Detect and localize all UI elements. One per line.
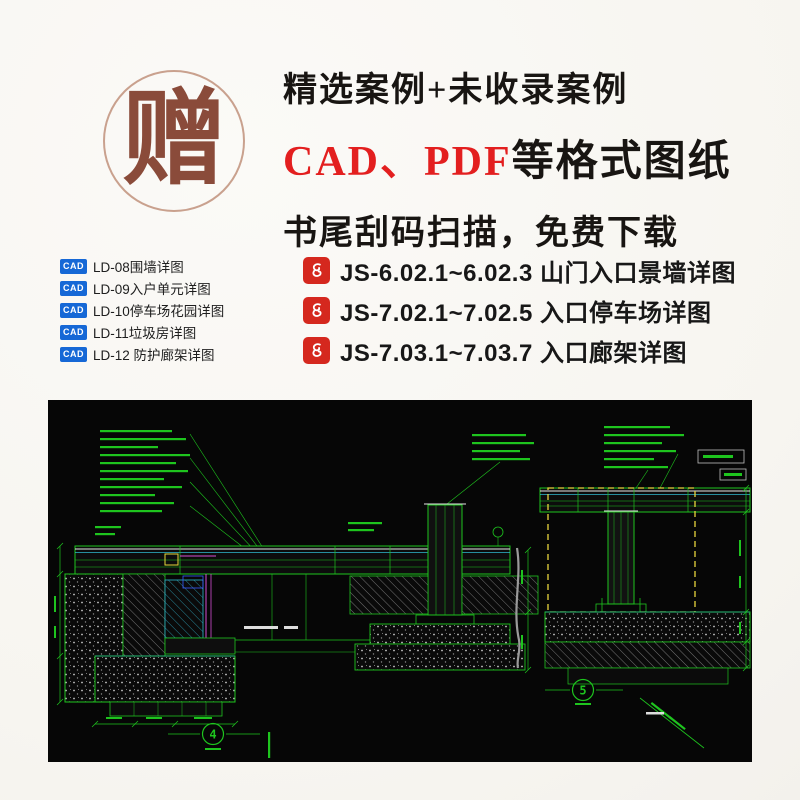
cad-file-list: CAD LD-08围墙详图 CAD LD-09入户单元详图 CAD LD-10停…	[60, 255, 224, 365]
detail-marker-5-circle	[571, 678, 595, 702]
cad-file-icon: CAD	[60, 324, 87, 340]
detail-marker-5: 5	[545, 678, 623, 705]
cad-file-label: LD-09入户单元详图	[93, 282, 211, 297]
detail-marker-5-number: 5	[579, 684, 586, 698]
gift-stamp-character: 赠	[121, 83, 226, 198]
pdf-list-item: JS-7.03.1~7.03.7 入口廊架详图	[303, 330, 736, 370]
detail-5-diagonal-note	[639, 697, 705, 749]
pdf-file-label: JS-7.02.1~7.02.5 入口停车场详图	[340, 299, 712, 327]
cad-list-item: CAD LD-10停车场花园详图	[60, 299, 224, 321]
headline-line-1: 精选案例+未收录案例	[283, 72, 629, 109]
detail-5-label-boxes	[697, 449, 747, 481]
detail-5-annotation-text	[604, 426, 742, 476]
detail-marker-4: 4	[168, 722, 260, 750]
cad-file-icon: CAD	[60, 302, 87, 318]
cad-file-label: LD-11垃圾房详图	[93, 326, 197, 341]
gift-stamp: 赠	[103, 70, 245, 212]
cad-file-label: LD-10停车场花园详图	[93, 304, 225, 319]
cad-file-icon: CAD	[60, 280, 87, 296]
pdf-list-item: JS-6.02.1~6.02.3 山门入口景墙详图	[303, 250, 736, 290]
cad-drawing-panel: 4	[48, 400, 752, 762]
pdf-file-icon	[303, 256, 330, 284]
cad-file-icon: CAD	[60, 258, 87, 274]
headline-line-2-rest: 等格式图纸	[511, 139, 732, 185]
detail-4-dimension-text	[54, 596, 271, 758]
cad-list-item: CAD LD-11垃圾房详图	[60, 321, 224, 343]
cad-file-label: LD-08围墙详图	[93, 260, 184, 275]
pdf-file-label: JS-6.02.1~6.02.3 山门入口景墙详图	[340, 259, 736, 287]
detail-4-annotation-text	[95, 430, 534, 536]
detail-4-column	[349, 503, 539, 671]
detail-marker-4-circle	[201, 722, 225, 746]
detail-5-dimensions	[524, 484, 750, 674]
cad-list-item: CAD LD-09入户单元详图	[60, 277, 224, 299]
cad-drawing: 4	[48, 400, 752, 762]
detail-4-trench	[235, 574, 370, 653]
cad-file-icon: CAD	[60, 346, 87, 362]
headline: 精选案例+未收录案例 CAD、PDF等格式图纸 书尾刮码扫描，免费下载	[283, 62, 732, 254]
detail-5-column	[595, 510, 647, 614]
detail-5-beam	[539, 487, 751, 513]
cad-file-label: LD-12 防护廊架详图	[93, 348, 215, 363]
pdf-file-icon	[303, 296, 330, 324]
pdf-file-label: JS-7.03.1~7.03.7 入口廊架详图	[340, 339, 687, 367]
cad-list-item: CAD LD-12 防护廊架详图	[60, 343, 224, 365]
pdf-list-item: JS-7.02.1~7.02.5 入口停车场详图	[303, 290, 736, 330]
detail-5-leader-lines	[635, 453, 679, 489]
detail-5-dimension-text	[521, 540, 741, 649]
detail-5-footing	[544, 611, 751, 685]
detail-4-footing	[94, 655, 236, 717]
detail-marker-4-number: 4	[209, 728, 216, 742]
headline-highlight: CAD、PDF	[283, 139, 512, 185]
pdf-file-list: JS-6.02.1~6.02.3 山门入口景墙详图 JS-7.02.1~7.02…	[303, 250, 736, 370]
headline-line-2: CAD、PDF等格式图纸	[283, 127, 732, 188]
drain-pipe	[515, 547, 521, 669]
cad-list-item: CAD LD-08围墙详图	[60, 255, 224, 277]
pdf-file-icon	[303, 336, 330, 364]
headline-line-3: 书尾刮码扫描，免费下载	[283, 215, 679, 252]
